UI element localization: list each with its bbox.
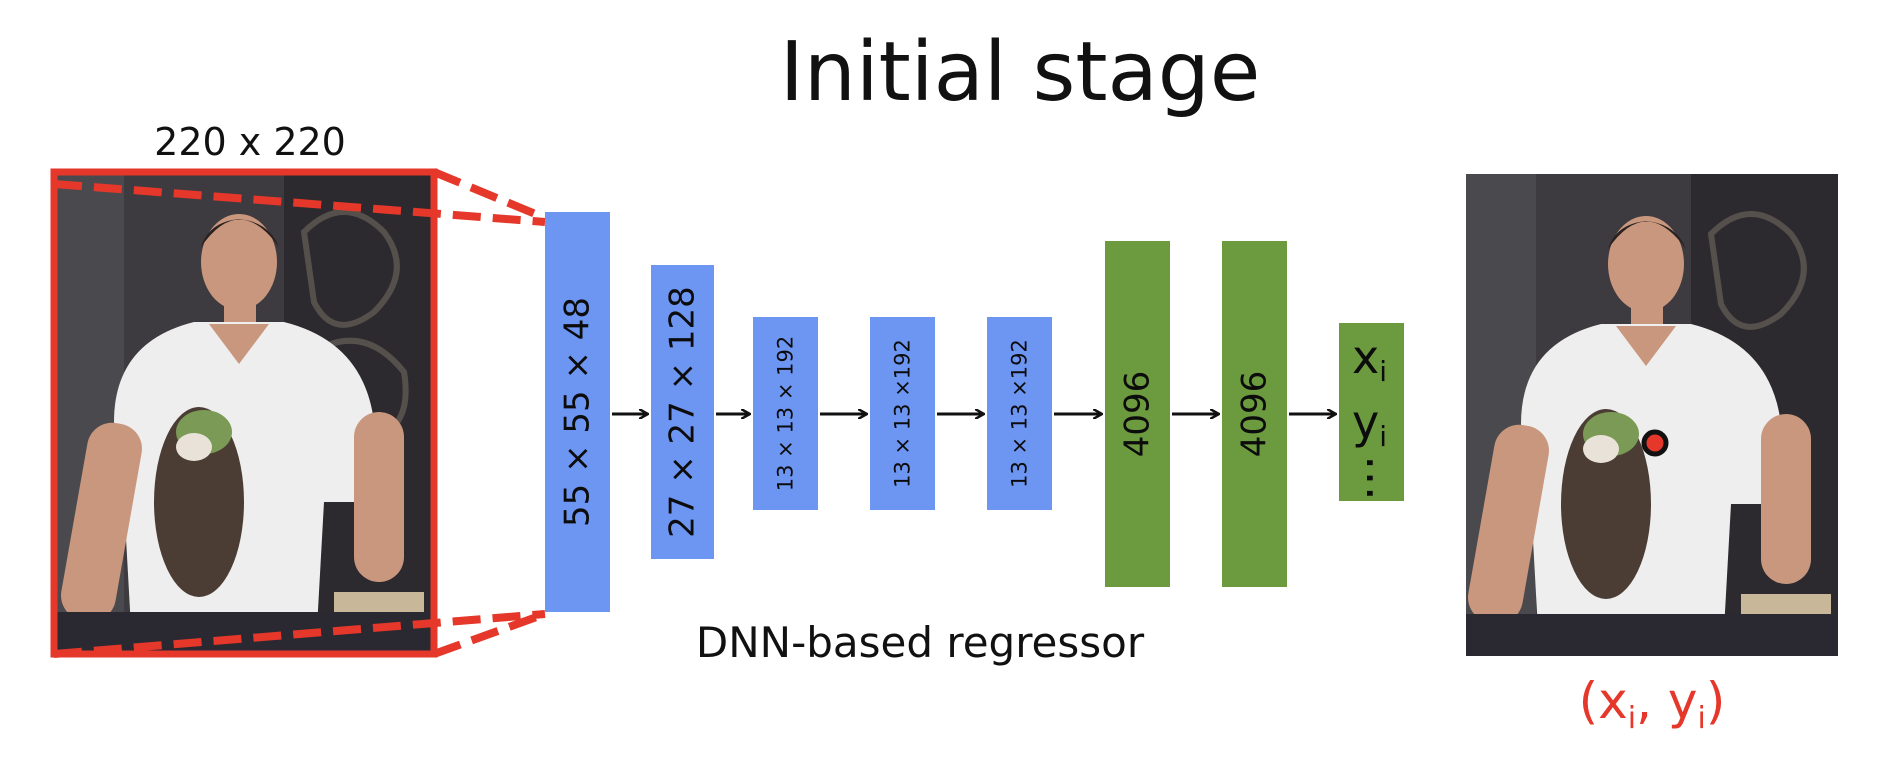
input-photo: [54, 172, 434, 654]
coord-x-subscript: i: [1628, 701, 1636, 736]
projection-line-bottom-left: [53, 610, 546, 658]
layer-3-label: 13 × 13 × 192: [774, 336, 798, 491]
output-box: xi yi …: [1339, 323, 1410, 501]
output-y-subscript: i: [1379, 420, 1387, 453]
person-holding-ferret-photo-with-keypoint-icon: [1466, 174, 1838, 656]
output-x-subscript: i: [1379, 355, 1387, 388]
projection-line-top-right: [432, 168, 547, 222]
diagram-caption: DNN-based regressor: [696, 618, 1145, 667]
layer-2-label: 27 × 27 × 128: [663, 286, 703, 538]
layer-7-label: 4096: [1235, 371, 1275, 458]
coord-y-subscript: i: [1697, 701, 1705, 736]
layer-1-label: 55 × 55 × 48: [558, 297, 598, 527]
keypoint-marker: [1641, 429, 1669, 457]
layer-4-conv-block: [870, 317, 935, 510]
layer-4-label: 13 × 13 ×192: [891, 339, 915, 488]
output-photo: [1466, 174, 1838, 656]
person-holding-ferret-photo-icon: [54, 172, 434, 654]
projection-lines: [53, 168, 547, 658]
coord-x-letter: x: [1598, 672, 1628, 730]
layer-2-conv-block: [651, 265, 714, 559]
output-x-label: xi: [1352, 330, 1387, 388]
projection-line-top-left: [53, 180, 546, 226]
diagram-title: Initial stage: [780, 25, 1261, 120]
output-layer-box: [1339, 323, 1404, 501]
input-crop-border: [50, 168, 438, 658]
network-layers: 55 × 55 × 48 27 × 27 × 128 13 × 13 × 192 13…: [545, 212, 1335, 612]
input-size-label: 220 x 220: [154, 120, 346, 164]
coord-close-paren: ): [1706, 672, 1726, 730]
layer-1-conv-block: [545, 212, 610, 612]
layer-5-conv-block: [987, 317, 1052, 510]
layer-3-conv-block: [753, 317, 818, 510]
coord-y-letter: y: [1668, 672, 1698, 730]
projection-line-bottom-right: [432, 610, 547, 658]
output-y-label: yi: [1352, 395, 1387, 453]
output-coordinate-label: (xi, yi): [1579, 672, 1726, 736]
layer-6-label: 4096: [1118, 371, 1158, 458]
output-x-letter: x: [1352, 330, 1379, 384]
layer-7-fc-block: [1222, 241, 1287, 587]
coord-separator: ,: [1636, 672, 1668, 730]
output-ellipsis: …: [1356, 455, 1410, 501]
coord-open-paren: (: [1579, 672, 1599, 730]
layer-6-fc-block: [1105, 241, 1170, 587]
output-y-letter: y: [1352, 395, 1379, 449]
layer-5-label: 13 × 13 ×192: [1008, 339, 1032, 488]
